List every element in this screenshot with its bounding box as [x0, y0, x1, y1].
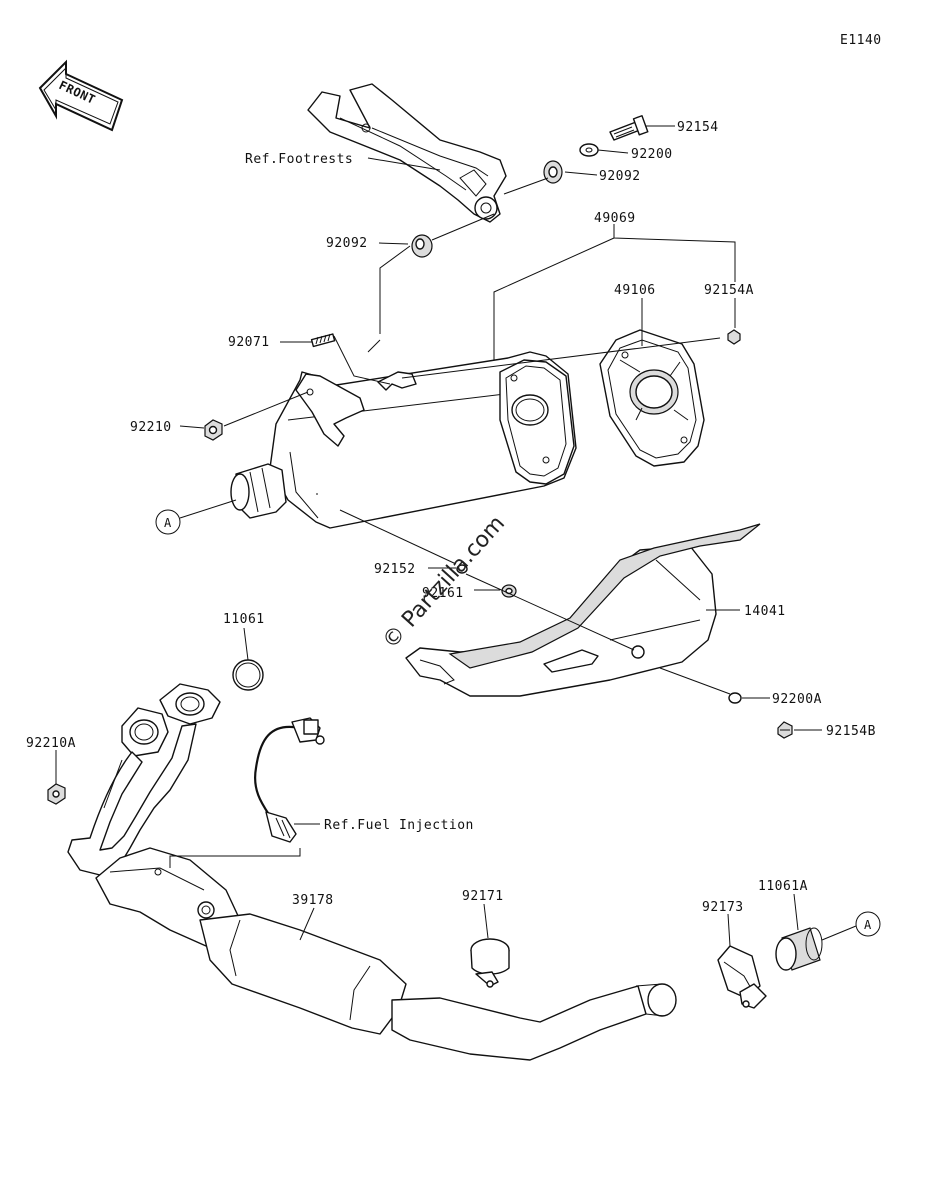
- nut-92210A: [47, 783, 66, 805]
- gasket-11061: [232, 659, 264, 691]
- collar-92152: [456, 564, 468, 574]
- label-92161: 92161: [422, 586, 464, 601]
- gasket-11061A: [775, 927, 823, 971]
- bolt-92154: [609, 115, 649, 141]
- watermark: © Partzilla.com: [378, 511, 510, 654]
- label-49106: 49106: [614, 283, 656, 298]
- label-92210: 92210: [130, 420, 172, 435]
- footrest-bracket: [307, 83, 507, 223]
- stud-92071: [310, 333, 336, 348]
- label-11061: 11061: [223, 612, 265, 627]
- label-92154B: 92154B: [826, 724, 876, 739]
- washer-92200: [579, 143, 599, 157]
- callout-a-left: A: [155, 509, 181, 535]
- screw-92154B: [777, 721, 793, 739]
- screw-92154A: [727, 329, 741, 345]
- label-92173: 92173: [702, 900, 744, 915]
- label-11061A: 11061A: [758, 879, 808, 894]
- label-49069: 49069: [594, 211, 636, 226]
- oxygen-sensor: [254, 717, 325, 843]
- label-92154: 92154: [677, 120, 719, 135]
- damper-92092-left: [411, 234, 433, 258]
- washer-92200A: [728, 692, 742, 704]
- callout-a-right-label: A: [864, 918, 872, 932]
- label-92154A: 92154A: [704, 283, 754, 298]
- label-92071: 92071: [228, 335, 270, 350]
- front-arrow-icon: FRONT: [38, 59, 124, 132]
- heat-guard-14041: [405, 523, 761, 697]
- silencer-cover-49106: [599, 329, 705, 467]
- damper-92092-top: [543, 160, 563, 184]
- label-92200A: 92200A: [772, 692, 822, 707]
- label-92152: 92152: [374, 562, 416, 577]
- clamp-92173: [717, 945, 767, 1009]
- nut-92210: [204, 419, 223, 441]
- label-14041: 14041: [744, 604, 786, 619]
- label-ref-fuel-injection: Ref.Fuel Injection: [324, 818, 474, 833]
- label-ref-footrests: Ref.Footrests: [245, 152, 353, 167]
- silencer-49069: [230, 351, 577, 529]
- label-92092-top: 92092: [599, 169, 641, 184]
- label-92171: 92171: [462, 889, 504, 904]
- label-92200: 92200: [631, 147, 673, 162]
- leader-lines: [55, 125, 857, 947]
- clamp-92171: [470, 938, 510, 988]
- label-39178: 39178: [292, 893, 334, 908]
- label-92092-left: 92092: [326, 236, 368, 251]
- callout-a-left-label: A: [164, 516, 172, 530]
- exhaust-headers: [67, 683, 677, 1061]
- callout-a-right: A: [855, 911, 881, 937]
- label-92210A: 92210A: [26, 736, 76, 751]
- diagram-code: E1140: [840, 33, 882, 48]
